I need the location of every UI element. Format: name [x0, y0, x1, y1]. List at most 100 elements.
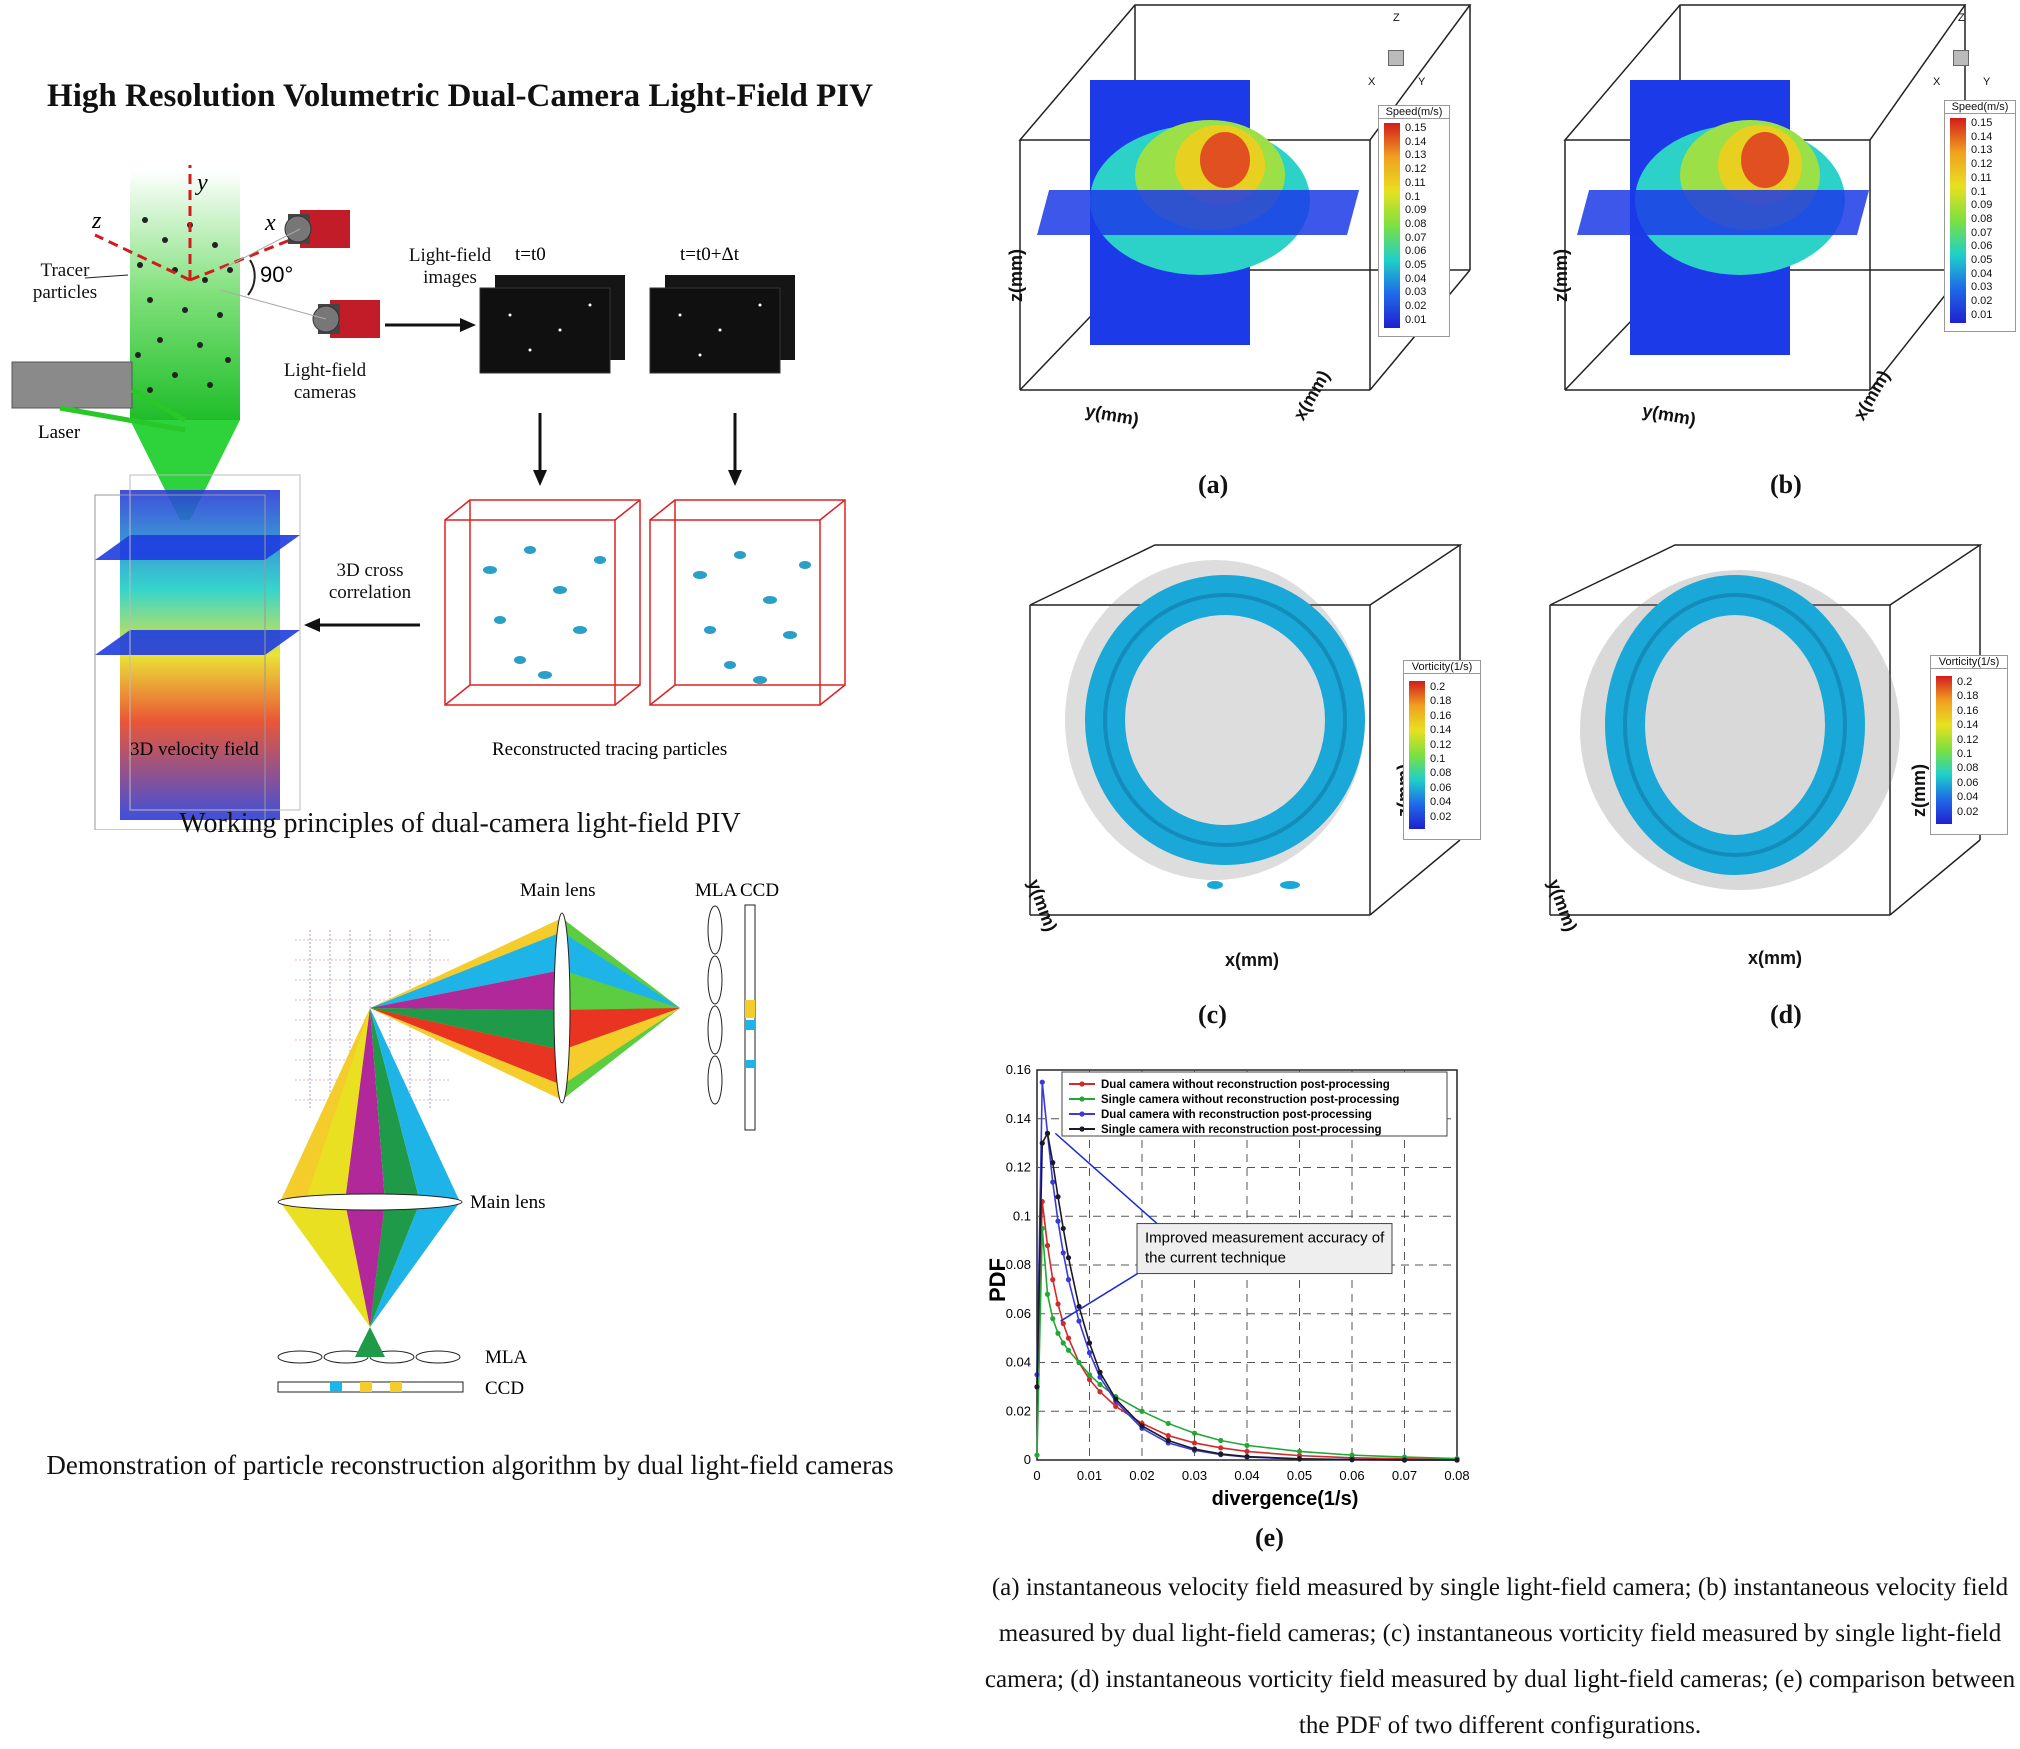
series-point [1097, 1389, 1103, 1395]
series-point [1065, 1277, 1072, 1283]
recon-particles-t0 [483, 546, 606, 679]
legend-marker [1079, 1111, 1085, 1117]
series-point [1244, 1453, 1250, 1460]
optics-caption: Demonstration of particle reconstruction… [46, 1450, 894, 1480]
main-lens-side [277, 1193, 463, 1211]
optics-diagram: Main lens MLA CCD Main lens MLA CCD [277, 880, 779, 1399]
series-point [1039, 1140, 1045, 1146]
triad-a-y: Y [1418, 76, 1426, 88]
panel-b-plot [1563, 4, 1967, 391]
cameras-label: Light-field cameras [283, 360, 367, 403]
camera-bottom-icon [312, 300, 380, 338]
legend-marker [1079, 1096, 1085, 1102]
legend-box [1061, 1071, 1448, 1137]
series-point [1139, 1423, 1145, 1429]
velocity-field-label: 3D velocity field [130, 739, 259, 760]
series-point [1060, 1340, 1066, 1346]
series-point [1044, 1130, 1051, 1136]
y-tick-label: 0.14 [1006, 1111, 1031, 1126]
panel-d-letter: (d) [1770, 1000, 1802, 1029]
axis-y-label: y [195, 170, 208, 196]
panel-c-letter: (c) [1198, 1000, 1227, 1029]
speed-colorbar-b-title: Speed(m/s) [1945, 101, 2015, 114]
panel-c-x-axis: x(mm) [1225, 950, 1280, 970]
x-tick-label: 0.08 [1444, 1468, 1469, 1483]
series-point [1050, 1316, 1056, 1322]
series-point [1044, 1291, 1051, 1297]
series-point [1050, 1160, 1056, 1166]
series-point [1044, 1242, 1051, 1249]
axis-x-label: x [264, 210, 276, 236]
velocity-slice-horizontal [1037, 190, 1360, 235]
series-point [1218, 1451, 1224, 1457]
legend-label: Single camera with reconstruction post-p… [1101, 1124, 1382, 1136]
series-point [1060, 1225, 1066, 1232]
recon-particles-t1 [693, 551, 811, 684]
panel-a-plot: . [1018, 4, 1472, 391]
series-point [1097, 1369, 1103, 1375]
recon-label: Reconstructed tracing particles [492, 739, 727, 760]
y-tick-label: 0.04 [1006, 1355, 1031, 1370]
laser-beam [59, 405, 186, 433]
piv-schematic: y x z 90° Tracer particles Laser Light-f… [11, 165, 846, 830]
velocity-field-3d [94, 474, 301, 830]
chart-xlabel: divergence(1/s) [1212, 1488, 1359, 1510]
speed-colorbar-gradient [1384, 123, 1400, 328]
series-line [1036, 1201, 1458, 1461]
series-point [1165, 1420, 1171, 1427]
cross-corr-label: 3D cross correlation [328, 560, 412, 603]
chart-ylabel: PDF [985, 1258, 1010, 1302]
x-tick-label: 0.07 [1392, 1468, 1417, 1483]
axis-z-label: z [91, 208, 102, 234]
panel-d-plot [1549, 544, 1983, 916]
y-tick-label: 0.08 [1006, 1257, 1031, 1272]
series-point [1034, 1452, 1040, 1458]
series-point [1086, 1350, 1093, 1356]
series-point [1039, 1079, 1045, 1085]
series-line [1036, 1130, 1457, 1461]
triad-a-z: Z [1393, 12, 1400, 24]
series-point [1139, 1408, 1145, 1414]
series-point [1349, 1456, 1355, 1463]
laser-body [11, 361, 133, 409]
main-lens-top-label: Main lens [520, 880, 595, 901]
vorticity-colorbar-title: Vorticity(1/s) [1404, 661, 1480, 674]
series-point [1055, 1218, 1061, 1224]
laser-label: Laser [38, 422, 81, 443]
series-point [1401, 1457, 1408, 1463]
camera-top-icon [284, 210, 350, 248]
series-point [1191, 1440, 1198, 1446]
legend-label: Single camera without reconstruction pos… [1101, 1094, 1399, 1106]
legend-label: Dual camera without reconstruction post-… [1101, 1079, 1390, 1091]
vorticity-colorbar-gradient [1409, 681, 1425, 829]
series-point [1065, 1255, 1072, 1261]
panel-e-letter: (e) [1255, 1523, 1284, 1552]
tracer-particles-label: Tracer particles [32, 260, 98, 303]
y-tick-label: 0.06 [1006, 1306, 1031, 1321]
main-lens-top [553, 912, 571, 1104]
series-point [1244, 1448, 1250, 1455]
legend-marker [1079, 1126, 1085, 1132]
annotation-text: the current technique [1145, 1250, 1286, 1267]
series-point [1165, 1433, 1171, 1439]
annotation-arrow-top [1054, 1132, 1158, 1225]
series-point [1065, 1335, 1072, 1341]
series-point [1055, 1330, 1061, 1336]
series-point [1086, 1376, 1093, 1383]
series-point [1454, 1457, 1460, 1463]
image-stack-t0 [479, 275, 625, 374]
mla-bottom-label: MLA [485, 1347, 528, 1368]
panel-a-letter: (a) [1198, 470, 1229, 499]
series-point [1086, 1340, 1093, 1346]
triad-b-z: Z [1958, 12, 1965, 24]
triad-a-cube-icon [1388, 50, 1404, 66]
series-point [1050, 1277, 1056, 1283]
x-tick-label: 0 [1033, 1468, 1040, 1483]
light-volume [130, 170, 240, 420]
